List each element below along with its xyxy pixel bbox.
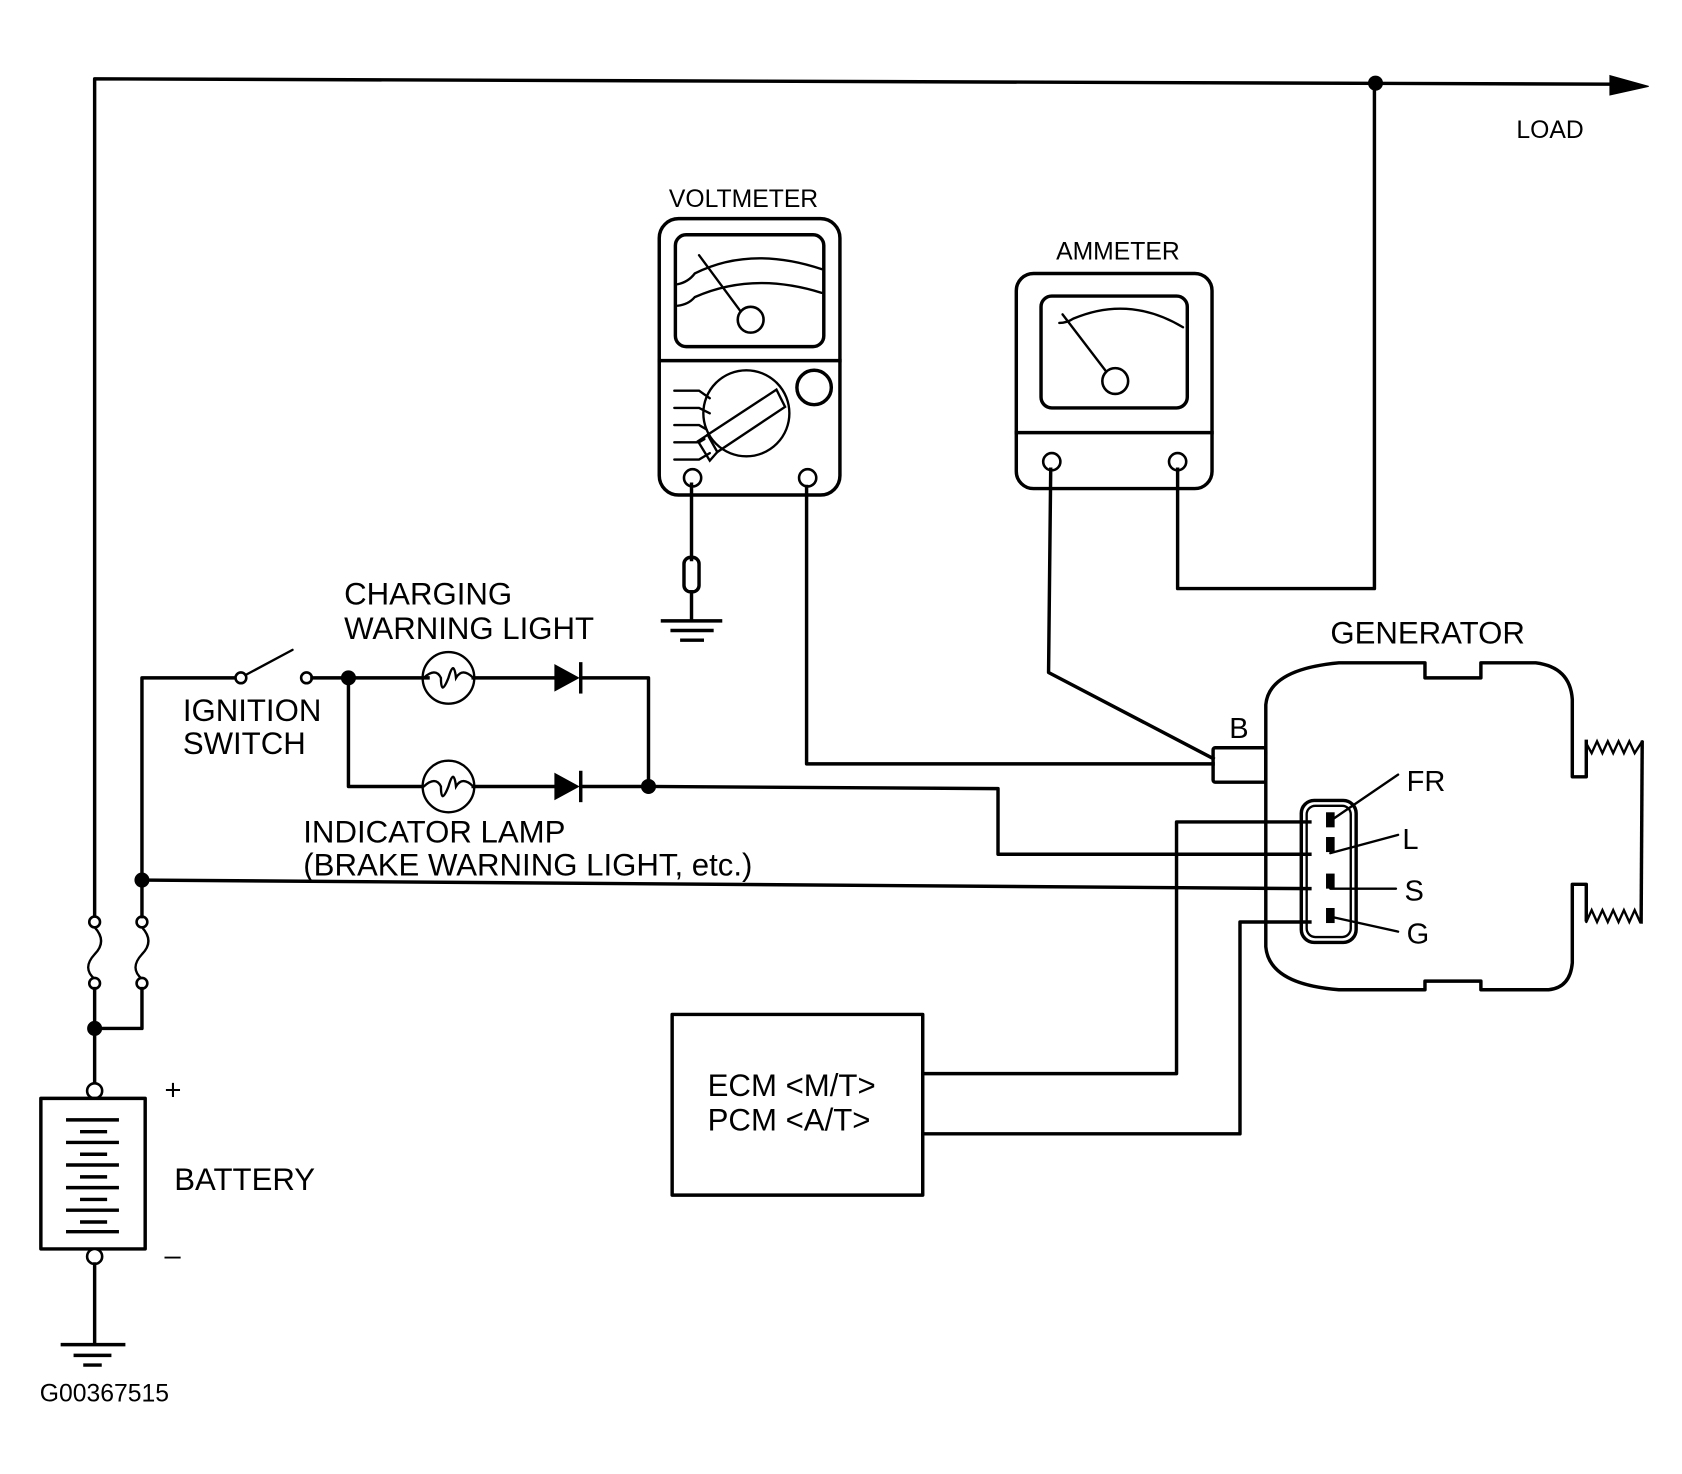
ecm-label: ECM <M/T>: [708, 1068, 876, 1103]
ignition-switch-icon[interactable]: [234, 648, 314, 685]
ammeter-to-b-wire: [1046, 467, 1216, 761]
g-terminal-wire: [921, 920, 1312, 1136]
voltmeter: VOLTMETER: [657, 186, 842, 497]
indicator-lamp-label: INDICATOR LAMP: [303, 814, 565, 849]
voltmeter-label: VOLTMETER: [669, 186, 818, 213]
ammeter-label: AMMETER: [1056, 239, 1180, 266]
ammeter-to-load-wire: [1175, 84, 1377, 591]
voltmeter-terminal-pos: [797, 467, 818, 488]
ammeter-needle: [1061, 313, 1109, 375]
terminal-b: [1211, 746, 1268, 784]
pcm-label: PCM <A/T>: [708, 1103, 871, 1138]
terminal-s-label: S: [1405, 875, 1424, 907]
terminal-b-label: B: [1229, 713, 1248, 745]
voltmeter-needle: [697, 254, 744, 315]
terminal-l-label: L: [1402, 824, 1418, 856]
generator-icon: [1264, 661, 1644, 992]
main-supply-wire: [92, 74, 1649, 924]
ignition-switch-label-2: SWITCH: [183, 726, 306, 761]
junction-dot: [1367, 75, 1384, 91]
battery-icon: [39, 1082, 147, 1345]
fuse-ignition-icon: [134, 915, 150, 990]
diode-icon: [554, 662, 583, 694]
battery-ground-icon: [60, 1342, 126, 1367]
load-label: LOAD: [1516, 117, 1583, 144]
battery-negative-label: –: [165, 1240, 182, 1272]
l-terminal-wire: [646, 784, 1312, 856]
junction-dot: [87, 1020, 103, 1036]
battery-label: BATTERY: [174, 1162, 315, 1197]
charging-warning-light-label: CHARGING: [344, 577, 512, 612]
voltmeter-to-b-wire: [804, 484, 1215, 766]
indicator-lamp-icon: [421, 759, 476, 814]
figure-id: G00367515: [40, 1381, 169, 1408]
ignition-switch-label: IGNITION: [183, 693, 322, 728]
battery-positive-label: +: [165, 1074, 182, 1106]
generator-label: GENERATOR: [1330, 615, 1525, 650]
fr-terminal-wire: [921, 820, 1312, 1076]
s-terminal-wire: [140, 878, 1312, 891]
terminal-g-label: G: [1407, 918, 1430, 950]
terminal-fr-label: FR: [1407, 766, 1446, 798]
load-arrow-icon: [1609, 74, 1649, 96]
charging-warning-light-label-2: WARNING LIGHT: [344, 611, 594, 646]
generator-connector: [1299, 773, 1400, 945]
diode-icon: [554, 770, 583, 803]
charging-warning-lamp-icon: [421, 650, 476, 705]
ecm-pcm-box: [670, 1012, 925, 1197]
indicator-lamp-label-2: (BRAKE WARNING LIGHT, etc.): [303, 848, 752, 883]
ammeter: AMMETER: [1014, 239, 1214, 491]
fuse-main-icon: [87, 915, 103, 990]
ground-icon: [660, 482, 723, 642]
